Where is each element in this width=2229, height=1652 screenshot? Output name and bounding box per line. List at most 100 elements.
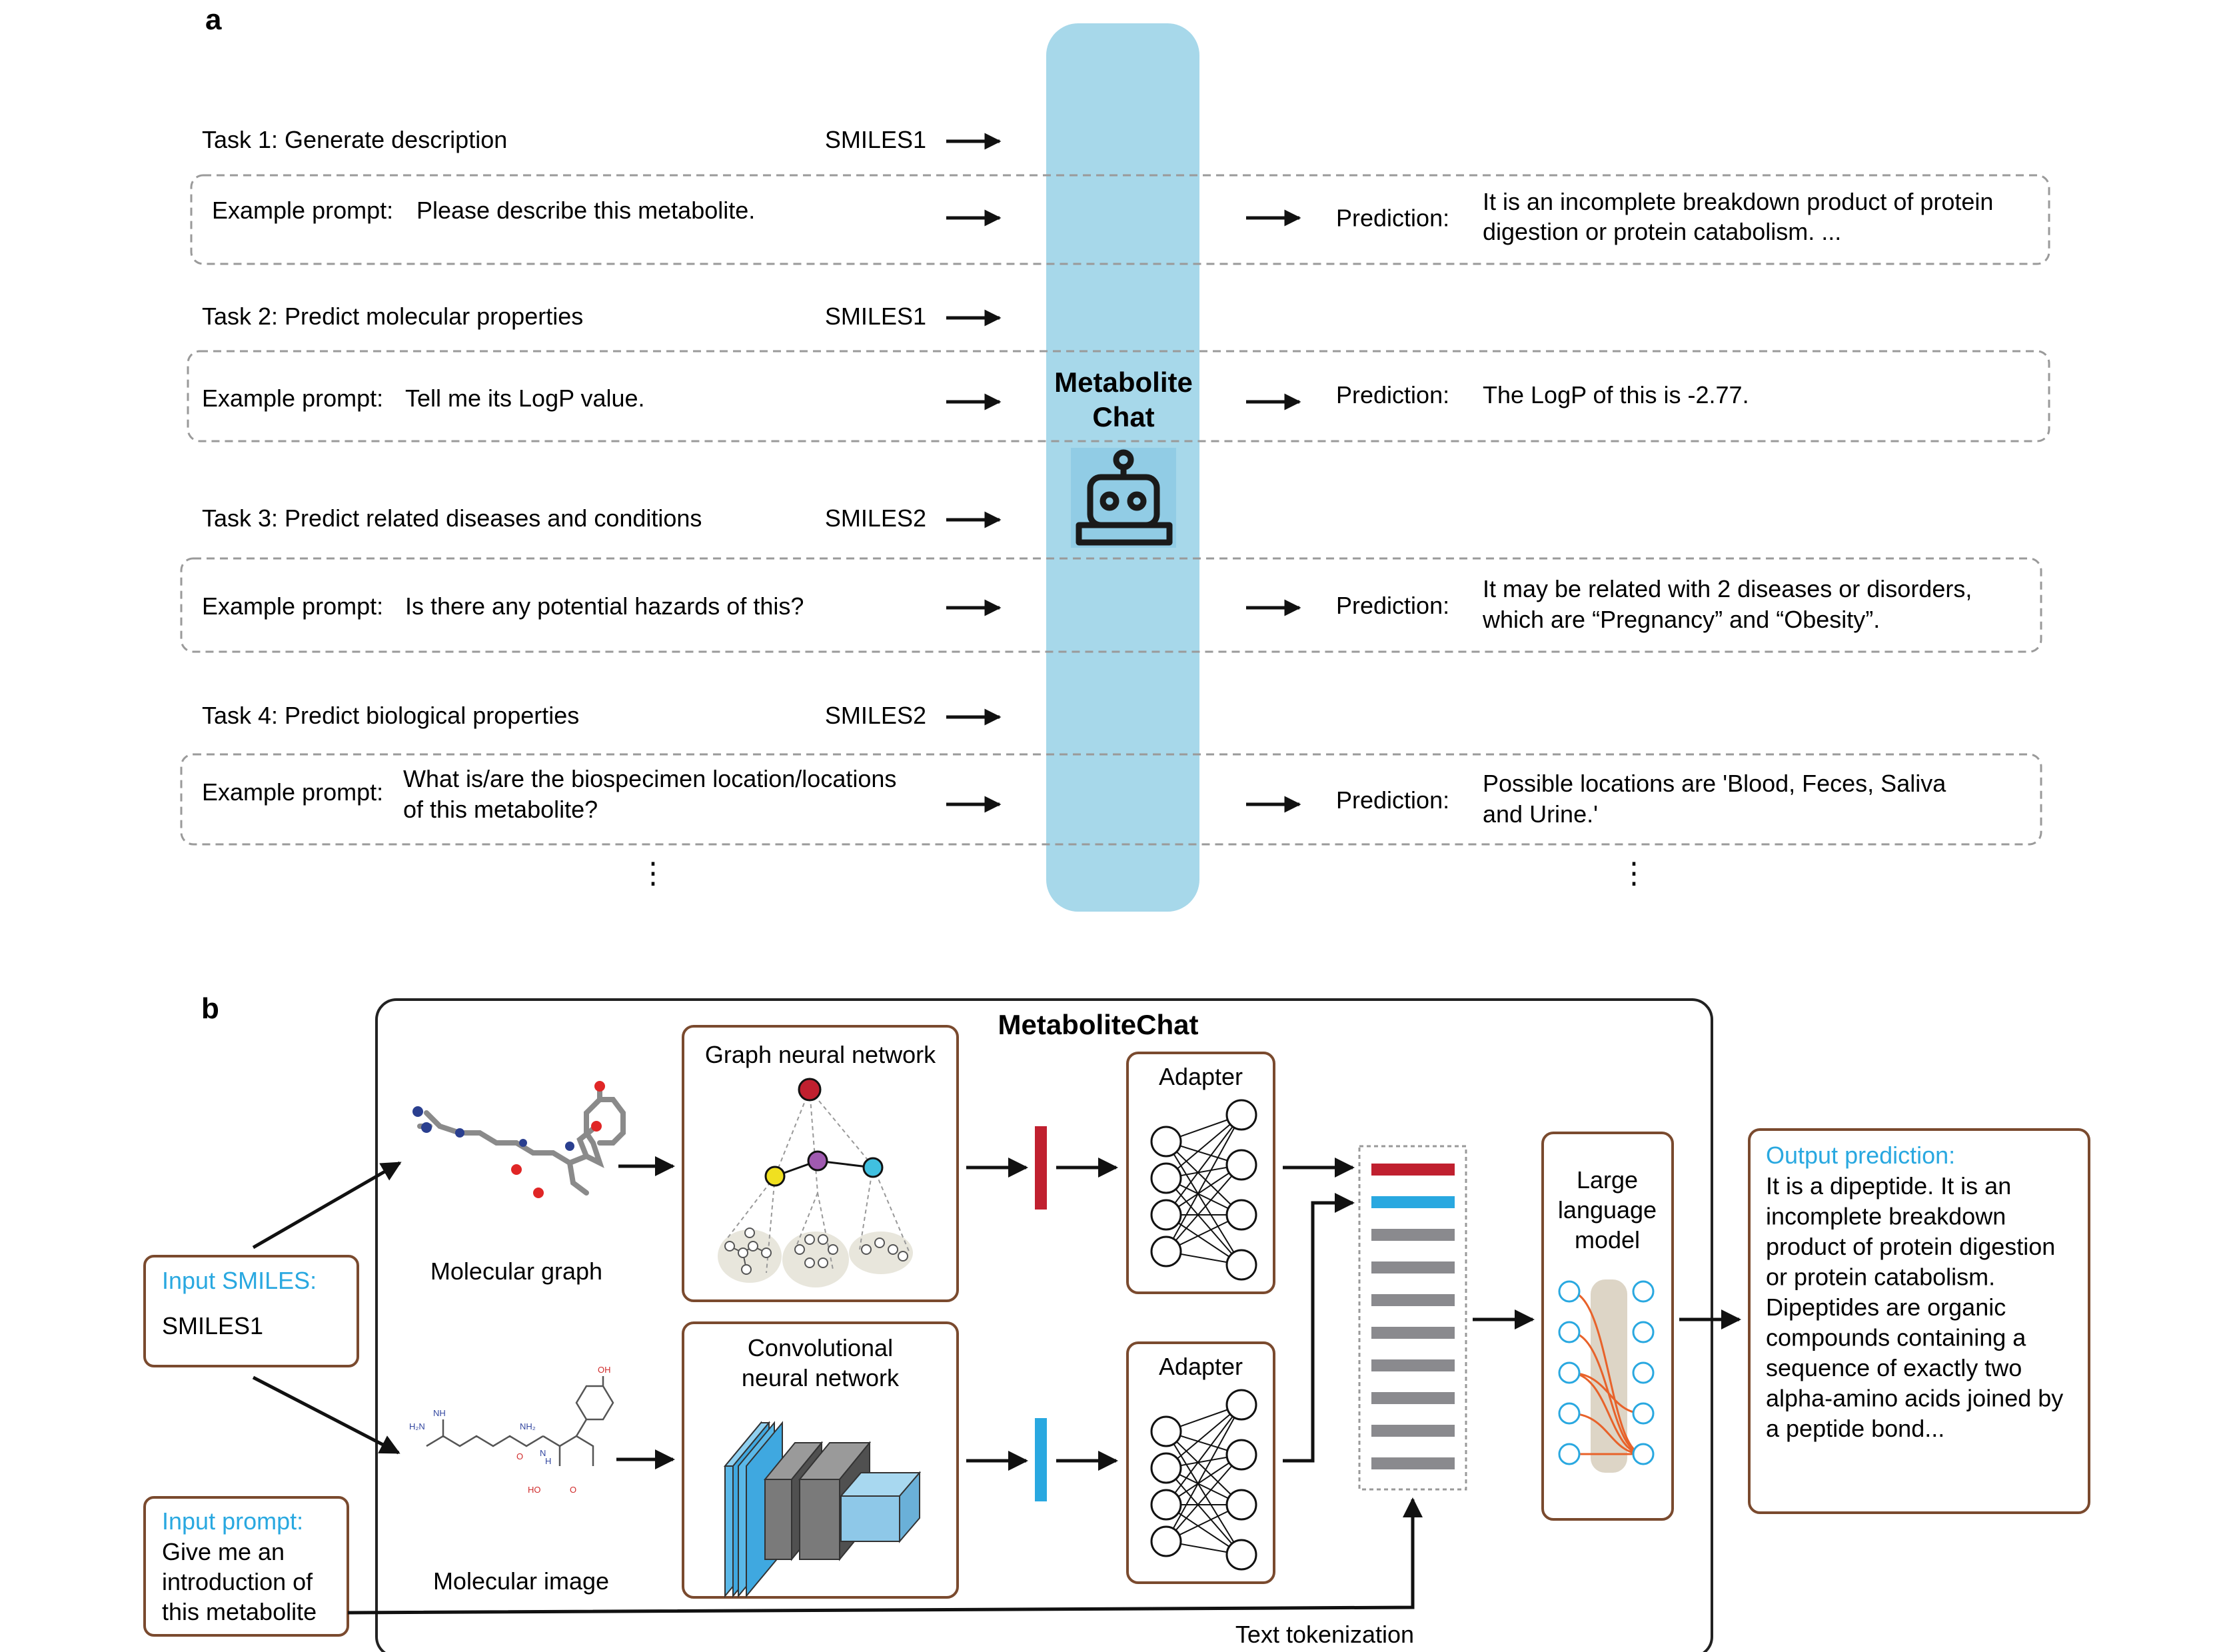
prompt-text: Tell me its LogP value. bbox=[405, 385, 645, 412]
adapter-node bbox=[1225, 1199, 1257, 1231]
adapter-connection bbox=[1165, 1114, 1242, 1216]
llm-node bbox=[1632, 1443, 1655, 1465]
adapter-node bbox=[1225, 1539, 1257, 1571]
prediction-text: and Urine.' bbox=[1483, 800, 1598, 828]
robot-icon bbox=[1071, 448, 1176, 548]
mol-atom-label: OH bbox=[598, 1365, 611, 1375]
molecular-image-structure bbox=[426, 1376, 614, 1466]
prompt-label: Example prompt: bbox=[202, 385, 383, 412]
llm-attention-link bbox=[1569, 1290, 1644, 1455]
prediction-text: digestion or protein catabolism. ... bbox=[1483, 218, 1841, 245]
example-box bbox=[180, 753, 2042, 846]
center-title-line2: Chat bbox=[1092, 401, 1154, 432]
token-bars bbox=[1371, 1164, 1455, 1469]
task-smiles: SMILES1 bbox=[825, 126, 926, 153]
token-bar bbox=[1371, 1229, 1455, 1241]
mol-atom-label: H bbox=[545, 1456, 551, 1466]
example-box bbox=[180, 557, 2042, 653]
adapter-connection bbox=[1165, 1467, 1242, 1555]
adapter-node bbox=[1225, 1099, 1257, 1131]
llm-node bbox=[1632, 1361, 1655, 1384]
llm-node bbox=[1558, 1361, 1581, 1384]
task-row: Task 4: Predict biological properties SMI… bbox=[180, 702, 2042, 846]
adapter-connection bbox=[1165, 1114, 1242, 1252]
molecular-image-atoms: H₂N NH NH₂ N H OH O HO O bbox=[409, 1365, 611, 1495]
token-bar bbox=[1371, 1425, 1455, 1437]
molecular-graph-atoms bbox=[412, 1081, 605, 1198]
cnn-title-line2: neural network bbox=[742, 1364, 900, 1391]
example-box bbox=[187, 350, 2050, 442]
llm-node bbox=[1558, 1443, 1581, 1465]
prompt-text: Is there any potential hazards of this? bbox=[405, 592, 804, 620]
token-bar bbox=[1371, 1457, 1455, 1469]
prediction-label: Prediction: bbox=[1336, 381, 1449, 409]
adapter-connection bbox=[1165, 1178, 1242, 1265]
adapter-node bbox=[1150, 1452, 1182, 1484]
output-prediction-title: Output prediction: bbox=[1766, 1142, 1955, 1169]
output-prediction-line: incomplete breakdown bbox=[1766, 1203, 2006, 1230]
input-prompt-title: Input prompt: bbox=[162, 1507, 303, 1535]
adapter-node bbox=[1150, 1199, 1182, 1231]
adapter-node bbox=[1150, 1415, 1182, 1447]
llm-node bbox=[1632, 1402, 1655, 1425]
prediction-label: Prediction: bbox=[1336, 205, 1449, 232]
output-prediction-line: or protein catabolism. bbox=[1766, 1263, 1995, 1291]
adapter-bottom-label: Adapter bbox=[1159, 1353, 1243, 1380]
task-smiles: SMILES1 bbox=[825, 303, 926, 330]
text-tokenization-label: Text tokenization bbox=[1235, 1621, 1414, 1648]
token-bar bbox=[1371, 1294, 1455, 1306]
task-title: Task 3: Predict related diseases and con… bbox=[202, 504, 702, 532]
prompt-text: What is/are the biospecimen location/loc… bbox=[403, 765, 896, 792]
output-prediction-box bbox=[1748, 1128, 2090, 1514]
prediction-text: It is an incomplete breakdown product of… bbox=[1483, 188, 1993, 215]
input-prompt-box bbox=[143, 1496, 349, 1637]
llm-label-line: Large bbox=[1577, 1166, 1638, 1194]
prompt-label: Example prompt: bbox=[212, 197, 393, 224]
adapter-top-label: Adapter bbox=[1159, 1063, 1243, 1090]
llm-node bbox=[1558, 1402, 1581, 1425]
prediction-label: Prediction: bbox=[1336, 592, 1449, 619]
prompt-ellipsis: ⋮ bbox=[638, 857, 668, 890]
task-title: Task 1: Generate description bbox=[202, 126, 507, 153]
adapter-node bbox=[1150, 1162, 1182, 1194]
llm-node bbox=[1632, 1321, 1655, 1343]
llm-label-line: model bbox=[1575, 1226, 1640, 1253]
adapter-node bbox=[1225, 1389, 1257, 1421]
adapter-connection bbox=[1165, 1404, 1242, 1542]
output-prediction-line: It is a dipeptide. It is an bbox=[1766, 1172, 2011, 1200]
mol-atom-label: O bbox=[516, 1451, 523, 1461]
input-prompt-line: introduction of bbox=[162, 1568, 313, 1595]
prediction-text: Possible locations are 'Blood, Feces, Sa… bbox=[1483, 770, 1946, 797]
prediction-label: Prediction: bbox=[1336, 786, 1449, 814]
gnn-title: Graph neural network bbox=[705, 1041, 936, 1068]
adapter-connection bbox=[1165, 1164, 1242, 1252]
output-prediction-line: Dipeptides are organic bbox=[1766, 1293, 2006, 1321]
molecular-graph-label: Molecular graph bbox=[430, 1257, 602, 1285]
output-prediction-line: sequence of exactly two bbox=[1766, 1354, 2022, 1381]
task-row: Task 1: Generate description SMILES1Examp… bbox=[190, 126, 2050, 265]
token-bar bbox=[1371, 1359, 1455, 1371]
task-row: Task 3: Predict related diseases and con… bbox=[180, 504, 2042, 653]
adapter-connection bbox=[1165, 1431, 1242, 1555]
token-bar bbox=[1371, 1164, 1455, 1176]
molecular-image-label: Molecular image bbox=[433, 1567, 609, 1595]
token-bar bbox=[1371, 1196, 1455, 1208]
task-smiles: SMILES2 bbox=[825, 504, 926, 532]
adapter-connection bbox=[1165, 1114, 1242, 1179]
input-prompt-line: Give me an bbox=[162, 1538, 285, 1565]
token-bar bbox=[1371, 1392, 1455, 1404]
llm-network bbox=[1558, 1279, 1655, 1473]
adapter-connection bbox=[1165, 1454, 1242, 1542]
token-sequence-box bbox=[1358, 1145, 1467, 1491]
adapter-connection bbox=[1165, 1404, 1242, 1469]
panel-a-label: a bbox=[205, 3, 222, 36]
task-smiles: SMILES2 bbox=[825, 702, 926, 729]
llm-node bbox=[1558, 1280, 1581, 1303]
llm-node bbox=[1558, 1321, 1581, 1343]
smiles-to-image-arrow bbox=[252, 1375, 400, 1455]
adapter-bottom-to-tokens-arrow bbox=[1283, 1193, 1355, 1463]
token-bar bbox=[1371, 1261, 1455, 1273]
adapter-connection bbox=[1165, 1141, 1242, 1265]
adapter-node bbox=[1225, 1489, 1257, 1521]
task-title: Task 4: Predict biological properties bbox=[202, 702, 579, 729]
